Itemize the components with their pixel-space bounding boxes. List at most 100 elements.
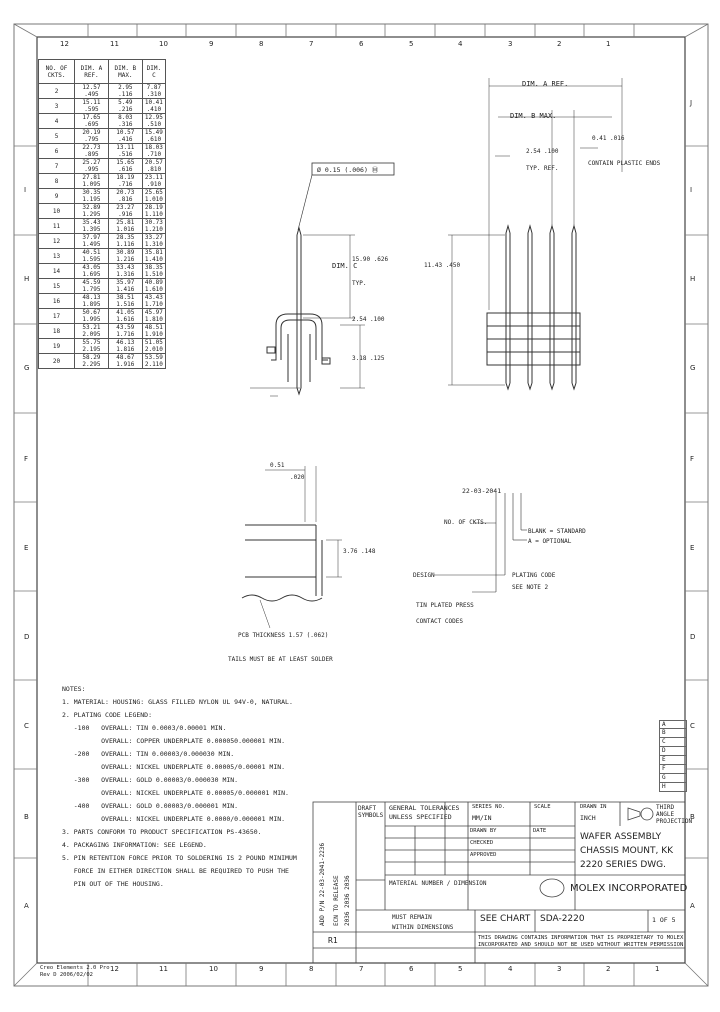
note-line: 5. PIN RETENTION FORCE PRIOR TO SOLDERIN…: [62, 854, 297, 862]
dim-a-label: DIM. A REF.: [522, 80, 569, 88]
cell-dim-a-in: .895: [84, 151, 99, 158]
drawing-title-3: 2220 SERIES DWG.: [580, 860, 666, 870]
revision-letter-cell: H: [659, 783, 687, 792]
cell-dim-c-mm: 51.05: [144, 339, 163, 346]
zone-bottom-9: 9: [259, 965, 264, 973]
cell-dim-c-mm: 53.59: [144, 354, 163, 361]
cell-dim-a-in: 1.495: [82, 241, 101, 248]
cell-dim-b: 10.57.416: [107, 128, 143, 144]
cell-dim-a-mm: 22.73: [82, 144, 101, 151]
note-line: OVERALL: NICKEL UNDERPLATE 0.00005/0.000…: [62, 789, 289, 797]
typ-ref-label: TYP. REF.: [526, 165, 559, 172]
ecn-side-text-2: ECN TO RELEASE: [333, 875, 340, 926]
zone-right-j: J: [690, 99, 693, 107]
cell-ckts: 20: [37, 353, 76, 369]
callout-optional: A = OPTIONAL: [528, 538, 572, 545]
cell-ckts: 18: [37, 323, 76, 339]
cell-ckts-mm: 13: [52, 252, 61, 260]
mm-label: MM/IN: [472, 814, 492, 822]
cell-dim-b-in: .816: [118, 196, 133, 203]
cell-dim-c-mm: 7.87: [146, 84, 162, 91]
cell-dim-a-in: .695: [84, 121, 99, 128]
company-name: MOLEX INCORPORATED: [570, 883, 688, 894]
cell-dim-b-mm: 20.73: [116, 189, 135, 196]
cell-dim-b-in: 1.716: [116, 331, 135, 338]
zone-top-11: 11: [110, 40, 119, 48]
cell-ckts: 8: [37, 173, 76, 189]
pcb-dim-a: 0.51: [270, 462, 285, 469]
cell-ckts-mm: 6: [54, 147, 59, 155]
cell-dim-b-in: 1.916: [116, 361, 135, 368]
ecn-numbers: 2036 2036 2036: [344, 875, 351, 926]
cell-dim-a-in: .495: [84, 91, 99, 98]
zone-top-2: 2: [557, 40, 562, 48]
zone-bottom-5: 5: [458, 965, 463, 973]
cell-dim-b-in: 1.416: [116, 286, 135, 293]
cell-dim-c-mm: 35.81: [144, 249, 163, 256]
cell-dim-a-mm: 37.97: [82, 234, 101, 241]
cell-dim-a: 25.27.995: [74, 158, 109, 174]
zone-right-b: B: [690, 813, 695, 821]
cell-dim-a-mm: 53.21: [82, 324, 101, 331]
cell-dim-b-in: 1.616: [116, 316, 135, 323]
zone-bottom-8: 8: [309, 965, 314, 973]
revision-letter: R1: [328, 936, 338, 945]
cell-ckts: 15: [37, 278, 76, 294]
cell-dim-a-mm: 55.75: [82, 339, 101, 346]
drawing-title-2: CHASSIS MOUNT, KK: [580, 846, 674, 856]
sheet-number: 1 OF 5: [652, 916, 676, 924]
zone-top-9: 9: [209, 40, 214, 48]
cell-ckts-mm: 9: [54, 192, 59, 200]
note-line: OVERALL: NICKEL UNDERPLATE 0.00005/0.000…: [62, 763, 286, 771]
cell-dim-c-mm: 23.11: [144, 174, 163, 181]
callout-press: TIN PLATED PRESS: [416, 602, 474, 609]
note-line: -400 OVERALL: GOLD 0.00003/0.000001 MIN.: [62, 802, 239, 810]
cell-ckts: 4: [37, 113, 76, 129]
zone-top-4: 4: [458, 40, 463, 48]
post-dim: 3.18 .125: [352, 355, 385, 362]
material-label: MATERIAL NUMBER / DIMENSION: [389, 880, 487, 887]
document-number: SDA-2220: [540, 914, 585, 924]
callout-part-number: 22-03-2041: [462, 487, 502, 495]
cell-dim-a-mm: 30.35: [82, 189, 101, 196]
cell-dim-c-in: 1.510: [144, 271, 163, 278]
cell-dim-b-in: .716: [118, 181, 133, 188]
revision-letter-cell: G: [659, 774, 687, 783]
cell-dim-a-mm: 58.29: [82, 354, 101, 361]
cell-ckts: 14: [37, 263, 76, 279]
cell-dim-b-in: .616: [118, 166, 133, 173]
zone-bottom-1: 1: [655, 965, 660, 973]
cell-dim-a-in: 1.895: [82, 301, 101, 308]
drawing-title-1: WAFER ASSEMBLY: [580, 832, 662, 842]
pcb-detail-view: [241, 466, 342, 629]
cell-ckts: 11: [37, 218, 76, 234]
zone-right-g: G: [690, 364, 696, 372]
zone-right-d: D: [690, 633, 696, 641]
cell-dim-a-mm: 48.13: [82, 294, 101, 301]
note-line: 1. MATERIAL: HOUSING: GLASS FILLED NYLON…: [62, 698, 293, 706]
cell-dim-c-in: 1.010: [144, 196, 163, 203]
cell-dim-b-in: 1.816: [116, 346, 135, 353]
cell-dim-b-mm: 30.89: [116, 249, 135, 256]
zone-top-5: 5: [409, 40, 414, 48]
cell-dim-b-mm: 43.59: [116, 324, 135, 331]
cell-dim-a-in: 1.595: [82, 256, 101, 263]
cell-ckts: 10: [37, 203, 76, 219]
zone-top-8: 8: [259, 40, 264, 48]
circuit-dimension-table: NO. OF CKTS. DIM. A REF. DIM. B MAX. DIM…: [37, 59, 167, 369]
revision-letter-cell: F: [659, 765, 687, 774]
inch-label: INCH: [580, 814, 596, 822]
cell-ckts-mm: 8: [54, 177, 59, 185]
cell-dim-c: 10.41.410: [141, 98, 167, 114]
zone-right-f: F: [690, 455, 695, 463]
